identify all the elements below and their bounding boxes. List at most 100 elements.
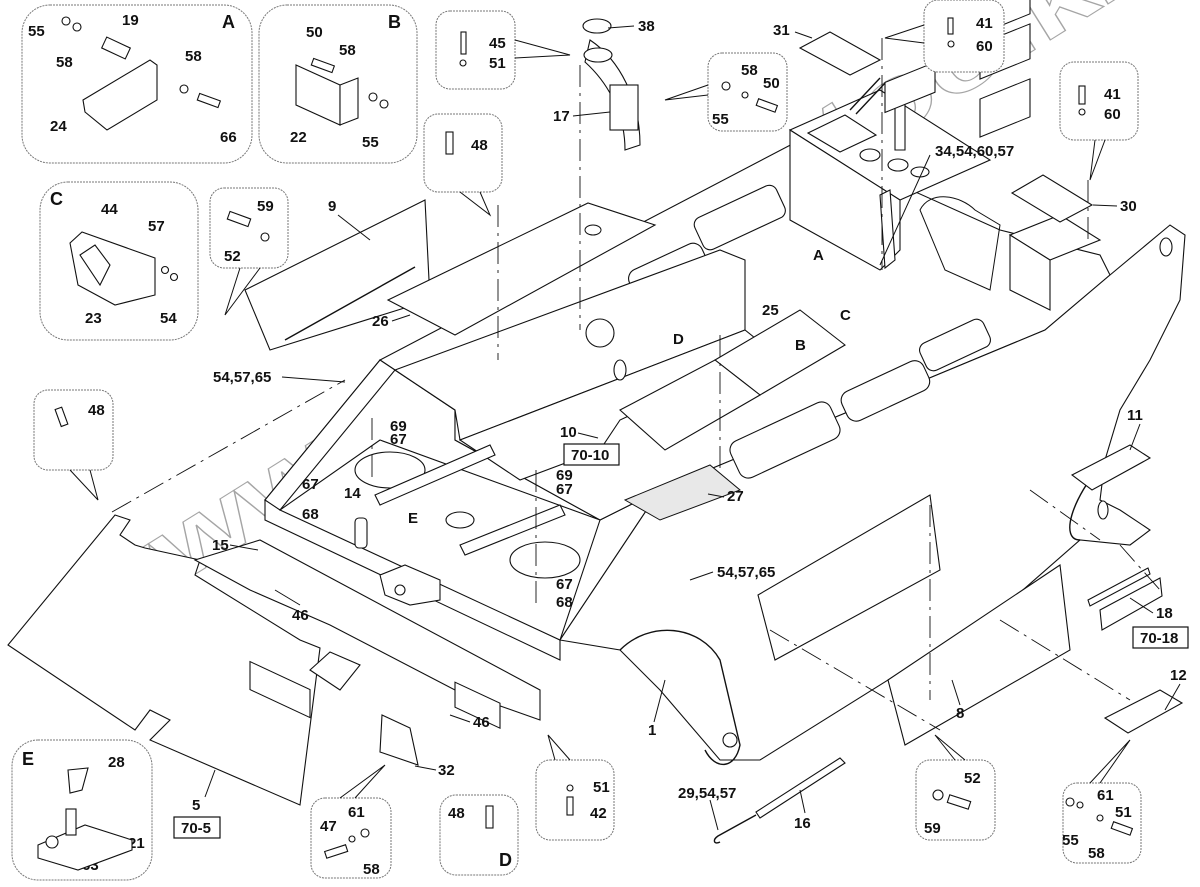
leader <box>689 571 714 581</box>
bumper-bracket <box>454 681 501 729</box>
plate-26 <box>386 202 657 336</box>
panel-8 <box>887 564 1071 746</box>
leader <box>1164 683 1181 711</box>
label-69-right: 69 <box>556 467 573 484</box>
washer-icon <box>566 784 574 792</box>
label-67-right: 67 <box>556 481 573 498</box>
part-label: 42 <box>590 805 607 822</box>
callout-frame <box>1059 61 1139 141</box>
callout-frame <box>435 10 516 90</box>
bolt-icon <box>323 844 349 859</box>
cross-bar <box>374 444 496 506</box>
bracket-18 <box>1087 567 1151 607</box>
label-18: 18 <box>1156 605 1173 622</box>
detail-letter: A <box>222 12 235 32</box>
washer-icon <box>1096 814 1104 822</box>
detail-box-e: E 28 21 63 <box>11 739 153 881</box>
leader <box>449 714 471 723</box>
lock-icon <box>65 808 77 836</box>
part-label: 55 <box>362 134 379 151</box>
part-label: 47 <box>320 818 337 835</box>
console-hole <box>859 148 881 162</box>
leader <box>879 154 931 266</box>
label-27: 27 <box>727 488 744 505</box>
detail-box-a: A 55 58 19 58 66 24 <box>21 4 253 164</box>
leader <box>391 314 411 322</box>
part-label: 61 <box>1097 787 1114 804</box>
hitch <box>379 564 441 606</box>
deck-opening <box>729 401 841 479</box>
callout-61-51-55-58: 61 51 55 58 <box>1062 782 1142 864</box>
part-label: 48 <box>471 137 488 154</box>
plate-32 <box>379 714 419 766</box>
label-32: 32 <box>438 762 455 779</box>
detail-letter: B <box>388 12 401 32</box>
ring-38 <box>582 18 612 34</box>
pointer <box>514 39 571 59</box>
label-68-left: 68 <box>302 506 319 523</box>
wall-hole <box>613 359 627 381</box>
bolt-icon <box>226 210 252 228</box>
part-label: 59 <box>257 198 274 215</box>
leader <box>653 679 666 723</box>
leader <box>707 493 725 498</box>
floor-plate-5 <box>7 514 321 806</box>
detail-box-b: B 50 58 22 55 <box>258 4 418 164</box>
plate-icon <box>82 59 158 131</box>
page-ref-70-5[interactable]: 70-5 <box>173 816 221 839</box>
leader <box>799 789 806 814</box>
rear-box-side <box>1009 234 1051 311</box>
floor-plate <box>278 439 601 641</box>
page-ref-text[interactable]: 70-10 <box>571 447 609 464</box>
part-label: 59 <box>924 820 941 837</box>
label-67-lower: 67 <box>302 476 319 493</box>
washer-icon <box>932 789 944 801</box>
callout-52-59: 52 59 <box>915 759 996 841</box>
callout-45-51: 45 51 <box>435 10 516 90</box>
part-label: 50 <box>763 75 780 92</box>
callout-58-50-55: 58 50 55 <box>707 52 788 132</box>
pointer <box>1089 139 1106 181</box>
part-label: 55 <box>28 23 45 40</box>
callout-41-60-right: 41 60 <box>1059 61 1139 141</box>
page-ref-70-10[interactable]: 70-10 <box>563 443 620 466</box>
washer-icon <box>947 40 955 48</box>
label-e: E <box>408 510 418 527</box>
callout-frame <box>923 0 1005 73</box>
part-label: 41 <box>1104 86 1121 103</box>
part-label: 54 <box>160 310 177 327</box>
leader <box>281 376 346 383</box>
page-ref-70-18[interactable]: 70-18 <box>1132 626 1189 649</box>
label-14: 14 <box>344 485 361 502</box>
floor-hole <box>585 318 615 348</box>
part-label: 41 <box>976 15 993 32</box>
label-38: 38 <box>638 18 655 35</box>
label-31: 31 <box>773 22 790 39</box>
nut-icon <box>160 265 170 275</box>
label-12: 12 <box>1170 667 1187 684</box>
page-ref-text[interactable]: 70-18 <box>1140 630 1178 647</box>
leader <box>414 765 437 771</box>
detail-letter: C <box>50 189 63 209</box>
dash-line <box>1029 489 1101 541</box>
label-8: 8 <box>956 705 964 722</box>
bracket-18b <box>1099 577 1163 631</box>
part-label: 44 <box>101 201 118 218</box>
callout-frame <box>707 52 788 132</box>
page-ref-text[interactable]: 70-5 <box>181 820 211 837</box>
leader <box>577 432 599 439</box>
label-11: 11 <box>1127 407 1143 424</box>
pointer <box>884 24 925 44</box>
label-67-bottom: 67 <box>556 576 573 593</box>
label-68-bottom: 68 <box>556 594 573 611</box>
washer-icon <box>260 232 270 242</box>
leader <box>337 214 371 241</box>
deck-opening <box>840 360 931 422</box>
part-label: 45 <box>489 35 506 52</box>
hitch-hole-icon <box>45 835 59 849</box>
detail-letter: E <box>22 749 34 769</box>
deck-opening <box>693 184 786 251</box>
pointer <box>664 84 709 101</box>
part-label: 52 <box>964 770 981 787</box>
